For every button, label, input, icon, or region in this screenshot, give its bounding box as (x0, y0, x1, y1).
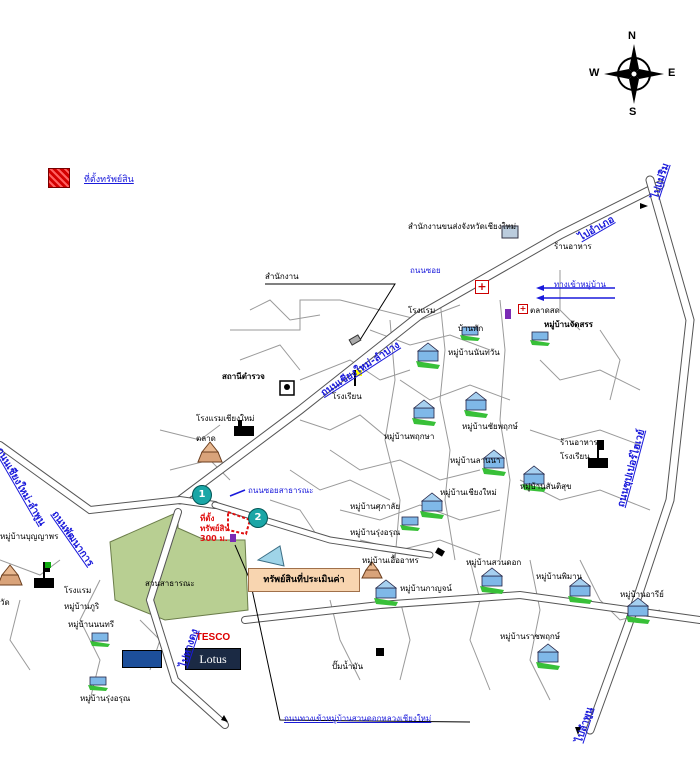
arrow-icon (575, 727, 581, 735)
legend-label: ที่ตั้งทรัพย์สิน (84, 175, 134, 185)
office-icon (279, 380, 295, 396)
place-label: สถานีตำรวจ (222, 372, 265, 381)
place-label: สำนักงานขนส่งจังหวัดเชียงใหม่ (408, 222, 517, 231)
village-icon (482, 449, 506, 476)
place-label: หมู่บ้านเอื้ออาทร (362, 556, 419, 565)
village-icon (536, 643, 560, 670)
legend-swatch (48, 168, 70, 188)
place-label: หมู่บ้านศุภาลัย (350, 502, 401, 511)
school-icon (234, 420, 254, 436)
store-logo (122, 650, 162, 668)
place-label: โรงแรมเชียงใหม่ (196, 414, 255, 423)
leader-line-blue-mid (229, 489, 246, 497)
subject-marker (227, 510, 252, 536)
place-label: หมู่บ้านพิมาน (536, 572, 583, 581)
pond-shape (256, 545, 285, 567)
place-label: ถนนซอยสาธารณะ (248, 486, 314, 495)
place-label: หมู่บ้านนนทรี (68, 620, 115, 629)
place-label: ถนนซอย (410, 266, 441, 275)
arrow-icon (536, 295, 544, 301)
hospital-icon: + (475, 280, 489, 294)
school-icon (588, 440, 608, 468)
place-label: โรงแรม (64, 586, 92, 595)
place-label: ทางเข้าหมู่บ้าน (554, 280, 606, 289)
village-icon (420, 492, 444, 519)
flag-icon (43, 562, 51, 578)
park-label: สวนสาธารณะ (145, 579, 195, 588)
car-icon (435, 547, 445, 557)
place-label: หมู่บ้านบุญญาพร (0, 532, 59, 541)
subject-property-label: ทรัพย์สินที่ประเมินค่า (248, 568, 360, 592)
place-label: ปั๊มน้ำมัน (332, 662, 364, 671)
village-icon (88, 676, 108, 691)
arrow-icon (221, 715, 228, 722)
village-icon (460, 326, 480, 341)
landmark-icons (0, 225, 608, 656)
village-icon (522, 465, 546, 492)
place-label: หมู่บ้านลานนา (450, 456, 501, 465)
place-label: หมู่บ้านสวนดอก (466, 558, 522, 567)
major-roads (0, 175, 700, 735)
place-label: หมู่บ้านรุ่งอรุณ (80, 694, 131, 703)
village-icon (412, 399, 436, 426)
hospital-icon: + (518, 304, 528, 314)
subject-leader-line (234, 544, 471, 723)
bottom-link-label: ถนนทางเข้าหมู่บ้านสวนดอกหลวงเชียงใหม่ (284, 714, 432, 723)
village-icon (400, 516, 420, 531)
leader-line-top (265, 283, 396, 341)
purple-marker-icon (230, 534, 236, 542)
place-label: หมู่บ้านอารีย์ (620, 590, 664, 599)
place-label: หมู่บ้านรุ่งอรุณ (350, 528, 401, 537)
place-label: หมู่บ้านสันติสุข (520, 482, 572, 491)
place-label: ร้านอาหาร (560, 438, 598, 447)
place-label: หมู่บ้านจัดสรร (544, 320, 593, 329)
place-label: ตลาดสด (530, 306, 560, 315)
place-label: หมู่บ้านเชียงใหม่ (440, 488, 497, 497)
place-label: โรงแรม (408, 306, 436, 315)
compass-west-label: W (589, 67, 600, 79)
route-shield-1: 1 (192, 485, 212, 505)
place-label: หมู่บ้านพฤกษา (384, 432, 435, 441)
place-label: โรงเรียน (332, 392, 362, 401)
flag-icon (354, 370, 362, 386)
temple-icon (0, 564, 23, 586)
village-icon (530, 331, 550, 346)
compass-north-label: N (628, 30, 636, 42)
place-label: หมู่บ้านราชพฤกษ์ (500, 632, 561, 641)
building-icon (501, 225, 519, 239)
compass-east-label: E (668, 67, 676, 79)
temple-icon (361, 561, 383, 579)
place-label: บ้านพัก (458, 324, 484, 333)
place-label: วัด (0, 598, 10, 607)
compass-rose-icon (604, 44, 664, 104)
village-icons (88, 326, 650, 691)
subject-marker-label: ที่ตั้งทรัพย์สิน 300 ม. (200, 514, 230, 543)
tesco-logo: TESCO (192, 632, 234, 644)
arrow-icon (640, 203, 648, 209)
place-label: ร้านอาหาร (554, 242, 592, 251)
place-label: สำนักงาน (265, 272, 299, 281)
village-icon (90, 632, 110, 647)
route-shield-2: 2 (248, 508, 268, 528)
gas-station-icon (376, 648, 384, 656)
temple-icon (197, 441, 223, 463)
arrow-icon (536, 285, 544, 291)
lotus-logo: Lotus (185, 648, 241, 670)
place-label: หมู่บ้านนันทวัน (448, 348, 500, 357)
phone-icon (348, 334, 362, 346)
village-icon (480, 567, 504, 594)
place-label: หมู่บ้านภูริ (64, 602, 100, 611)
compass-south-label: S (629, 106, 637, 118)
village-icon (374, 579, 398, 606)
village-icon (626, 597, 650, 624)
village-icon (568, 577, 592, 604)
place-label: โรงเรียน (560, 452, 590, 461)
place-label: หมู่บ้านกาญจน์ (400, 584, 452, 593)
place-label: ตลาด (196, 434, 216, 443)
direction-arrows (221, 203, 648, 735)
place-label: หมู่บ้านชัยพฤกษ์ (462, 422, 518, 431)
village-icon (416, 342, 440, 369)
purple-marker-icon (505, 309, 511, 319)
village-icon (464, 391, 488, 418)
